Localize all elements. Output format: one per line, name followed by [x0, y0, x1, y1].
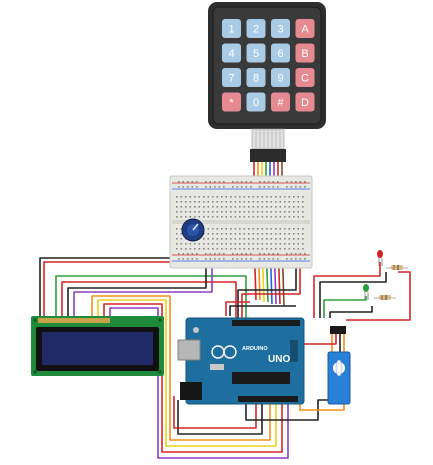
keypad-key-2[interactable]: 2: [246, 19, 266, 38]
keypad-key-4[interactable]: 4: [222, 43, 241, 63]
wire-black-green-led: [329, 306, 373, 318]
breadboard-holes: [176, 181, 306, 260]
keypad-header-pins: [250, 149, 286, 162]
keypad-key-label: #: [277, 97, 284, 109]
wire-black-lcd3: [67, 268, 207, 318]
keypad-key-c[interactable]: C: [295, 68, 315, 87]
wire-red-resistor: [346, 271, 411, 321]
arduino-power-header: [238, 396, 298, 402]
lcd-header-pins: [38, 318, 110, 323]
keypad-ribbon: [250, 128, 286, 162]
keypad-key-label: D: [301, 97, 309, 109]
wire-purple-lcd: [73, 268, 213, 318]
keypad-key-label: C: [301, 73, 309, 85]
wire-green-led: [323, 296, 367, 318]
wire-black-misc: [229, 305, 296, 316]
wire-black-rail-left: [39, 257, 182, 318]
wire-orange-lcd: [91, 295, 271, 441]
keypad-key-5[interactable]: 5: [246, 43, 266, 63]
keypad-key-6[interactable]: 6: [271, 43, 290, 63]
arduino-digital-header: [232, 320, 300, 326]
keypad-key-1[interactable]: 1: [222, 19, 241, 38]
servo-connector: [330, 326, 346, 334]
wire-red-rail-left: [43, 261, 190, 318]
keypad-key-d[interactable]: D: [295, 92, 315, 112]
keypad-key-label: B: [301, 48, 308, 60]
keypad-4x4: 1 2 3 A 4 5 6 B 7 8 9 C * 0 # D: [208, 2, 326, 162]
keypad-key-9[interactable]: 9: [271, 68, 290, 87]
usb-port: [177, 339, 201, 361]
power-jack: [180, 382, 202, 400]
wire-red-misc: [225, 301, 250, 316]
keypad-key-a[interactable]: A: [295, 19, 315, 38]
keypad-key-label: 5: [253, 48, 259, 60]
keypad-key-3[interactable]: 3: [271, 19, 290, 38]
keypad-key-label: 6: [277, 48, 283, 60]
wire-green-lcd: [55, 275, 247, 320]
wire-black-bottom: [177, 400, 263, 435]
keypad-key-label: 8: [253, 73, 259, 85]
keypad-key-8[interactable]: 8: [246, 68, 266, 87]
wire-purple-lcd-long: [109, 307, 289, 459]
keypad-key-label: 7: [228, 73, 234, 85]
keypad-key-star[interactable]: *: [222, 92, 241, 112]
keypad-key-label: 4: [228, 48, 234, 60]
breadboard-center-channel: [172, 220, 310, 224]
keypad-key-label: 1: [228, 24, 234, 36]
potentiometer[interactable]: [181, 218, 205, 242]
microcontroller-chip: [232, 372, 290, 384]
keypad-key-b[interactable]: B: [295, 43, 315, 63]
keypad-key-label: 3: [277, 24, 283, 36]
wire-black-led: [319, 272, 387, 318]
wire-black-arduino-gnd: [237, 258, 297, 318]
keypad-key-0[interactable]: 0: [246, 92, 266, 112]
wire-red-led: [313, 262, 381, 318]
wire-red-lcd2: [61, 281, 237, 320]
keypad-keys: 1 2 3 A 4 5 6 B 7 8 9 C * 0 # D: [222, 19, 315, 112]
keypad-key-hash[interactable]: #: [271, 92, 290, 112]
arduino-model-text: UNO: [268, 354, 290, 365]
servo-motor: [327, 326, 351, 405]
keypad-key-label: 9: [277, 73, 283, 85]
wire-red-lcd-long: [103, 303, 283, 453]
lcd-screen: [42, 332, 153, 365]
resistor-green-led: [374, 295, 396, 300]
arduino-uno-board: ARDUINO UNO: [177, 317, 305, 405]
keypad-key-label: *: [229, 97, 234, 109]
led-red: [377, 250, 383, 266]
led-green: [363, 284, 369, 300]
wire-red-bottom: [173, 396, 257, 429]
resistor-red-led: [386, 265, 408, 270]
wire-yellow-lcd: [97, 299, 277, 447]
breadboard: [169, 175, 313, 269]
reset-button[interactable]: [193, 327, 199, 333]
arduino-brand-text: ARDUINO: [242, 346, 268, 352]
keypad-key-7[interactable]: 7: [222, 68, 241, 87]
keypad-key-label: 2: [253, 24, 259, 36]
keypad-key-label: A: [301, 24, 309, 36]
keypad-key-label: 0: [253, 97, 259, 109]
lcd-16x2-display: [31, 316, 164, 376]
